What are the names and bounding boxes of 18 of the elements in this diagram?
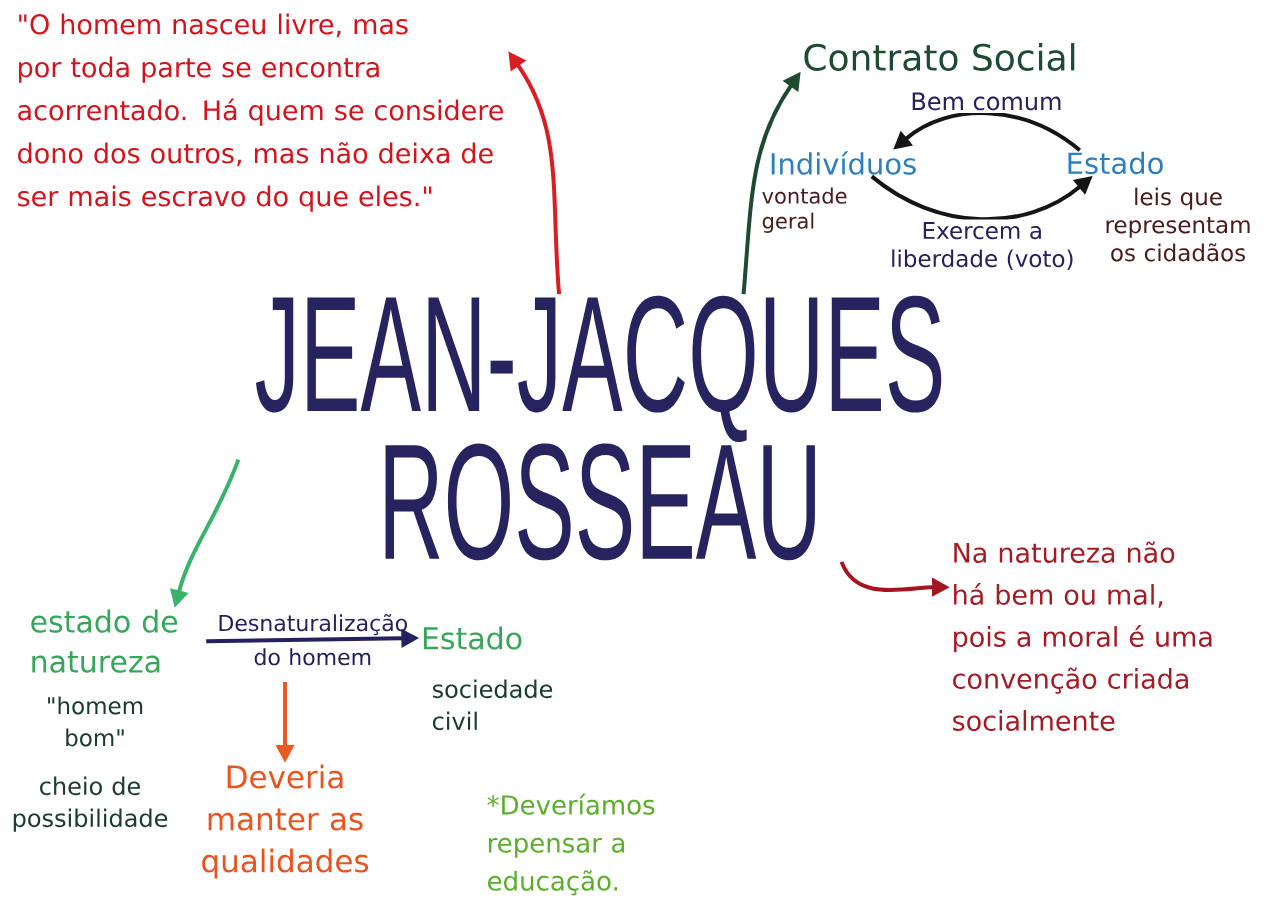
concept-label: Indivíduos (771, 151, 916, 175)
quote-text: "O homem nasceu livre, mas por toda parte se encontra acorrentado. Há quem se considere dono dos outros, mas não deixa de ser mais escravo do que eles." (18, 13, 503, 212)
edge-label: Desnaturalização do homem (219, 613, 407, 666)
concept-label: Estado (423, 626, 522, 650)
note-text: *Deveríamos repensar a educação. (487, 793, 655, 896)
title-text: JEAN-JACQUES ROSSEAU (256, 295, 942, 561)
edge-label: Bem comum (907, 89, 1066, 114)
side-note: vontade geral (762, 187, 847, 233)
side-note: leis que representam os cidadãos (1106, 187, 1250, 262)
edge-label: Exercem a liberdade (voto) (872, 219, 1093, 273)
side-note: cheio de possibilidade (13, 776, 168, 832)
note-text: Na natureza não há bem ou mal, pois a moral é uma convenção criada socialmente (953, 541, 1212, 731)
concept-label: Estado (1068, 151, 1163, 175)
heading-text: Contrato Social (804, 43, 1075, 71)
side-note: sociedade civil (432, 679, 553, 731)
side-note: "homem bom" (48, 696, 143, 747)
concept-label: estado de natureza (31, 609, 178, 673)
note-text: Deveria manter as qualidades (202, 764, 369, 879)
